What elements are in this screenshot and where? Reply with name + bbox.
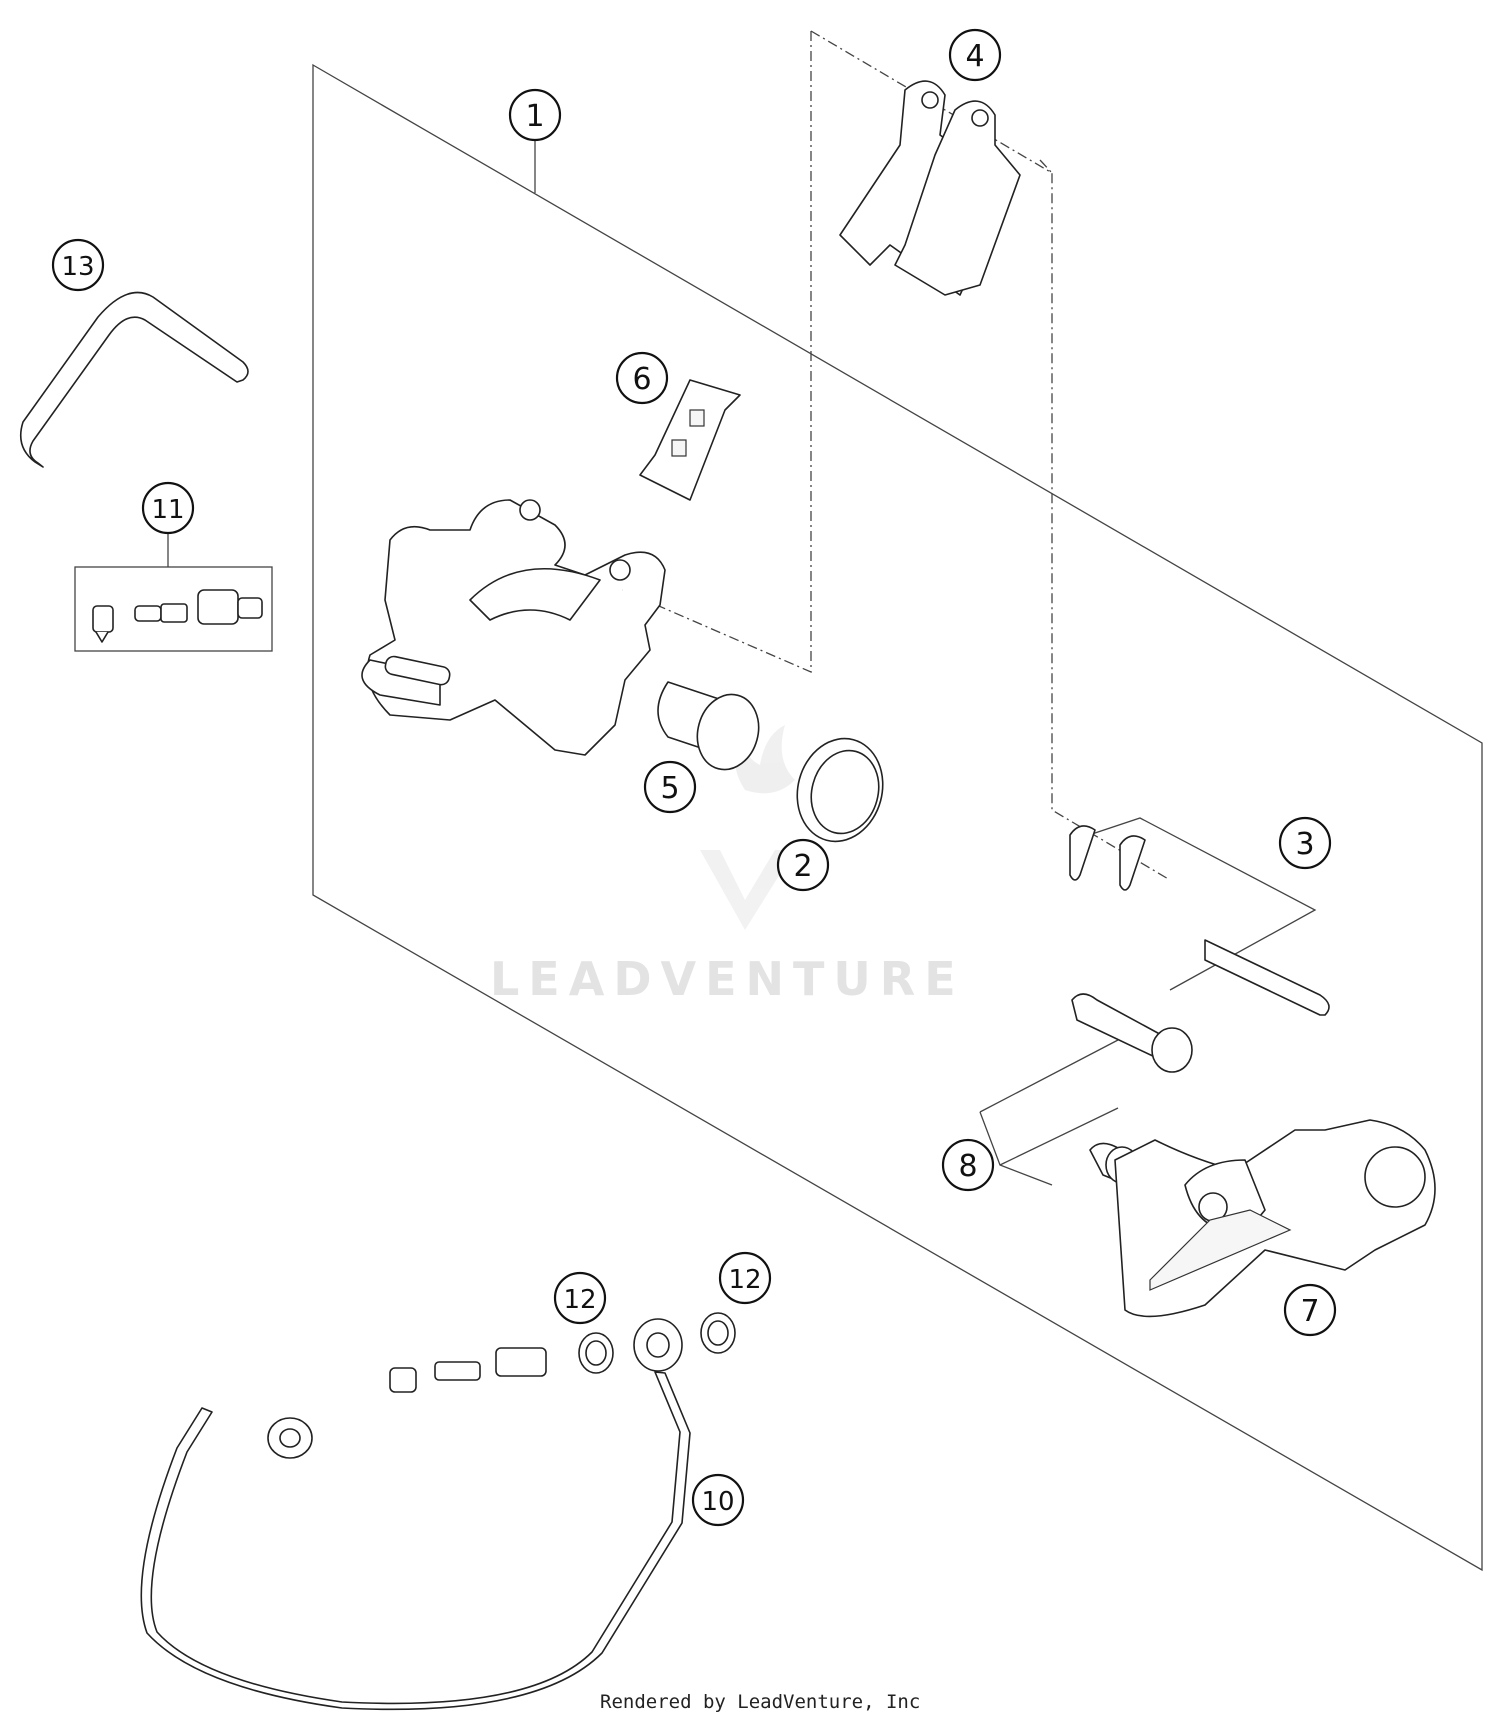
callout-13: 13: [51, 238, 105, 292]
svg-text:8: 8: [958, 1149, 977, 1184]
callout-12b: 12: [718, 1251, 772, 1305]
callout-6: 6: [615, 351, 669, 405]
pad-spring: [639, 379, 741, 501]
callout-7: 7: [1283, 1283, 1337, 1337]
svg-text:7: 7: [1300, 1294, 1319, 1329]
watermark-logo: [700, 725, 795, 930]
brake-line: [140, 1312, 736, 1711]
callout-2: 2: [776, 838, 830, 892]
vent-hose: [19, 291, 249, 468]
callout-11: 11: [141, 481, 195, 535]
svg-text:12: 12: [563, 1285, 596, 1315]
watermark-text: LEADVENTURE: [490, 952, 965, 1006]
svg-text:11: 11: [151, 495, 184, 525]
svg-text:10: 10: [701, 1487, 734, 1517]
assembly-1-frame: [312, 63, 1483, 1572]
svg-text:13: 13: [61, 252, 94, 282]
render-credit: Rendered by LeadVenture, Inc: [600, 1691, 920, 1713]
pads-dash-frame-b: [810, 30, 1171, 881]
pin-kit: [1069, 817, 1330, 1016]
pads-dash-frame-c: [1039, 159, 1053, 174]
svg-text:1: 1: [525, 99, 544, 134]
callout-8: 8: [941, 1138, 995, 1192]
svg-text:5: 5: [660, 771, 679, 806]
caliper-support: [1114, 1119, 1436, 1318]
callout-12a: 12: [553, 1271, 607, 1325]
svg-text:2: 2: [793, 849, 812, 884]
piston: [657, 681, 760, 771]
brake-caliper: [361, 499, 666, 756]
bleeder-kit-box: [74, 530, 273, 652]
svg-text:6: 6: [632, 362, 651, 397]
svg-text:12: 12: [728, 1265, 761, 1295]
callout-10: 10: [691, 1473, 745, 1527]
callout-5: 5: [643, 760, 697, 814]
svg-text:3: 3: [1295, 827, 1314, 862]
pads-dash-frame: [621, 31, 812, 673]
callout-4: 4: [948, 28, 1002, 82]
callout-3: 3: [1278, 816, 1332, 870]
brake-pads: [839, 80, 1021, 296]
seal-ring: [796, 737, 884, 843]
svg-text:4: 4: [965, 39, 984, 74]
callout-1: 1: [508, 88, 562, 142]
